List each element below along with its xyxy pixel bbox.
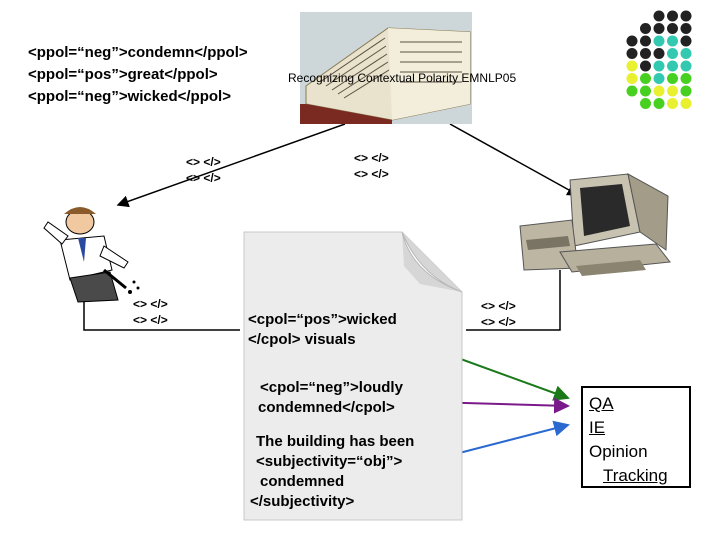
document-text-block-3: The building has been <subjectivity=“obj… [250,433,415,510]
grid-dot [640,60,651,72]
grid-dot [626,73,638,84]
grid-dot [667,85,678,97]
grid-dot [653,73,665,84]
grid-dot [680,35,692,47]
tag-pair-bottom-left: <> </> <> </> [133,297,168,327]
grid-dot [640,23,651,34]
grid-dot [626,85,638,97]
application-item[interactable]: QA [589,394,614,413]
grid-dot [680,73,692,84]
lexicon-entry: <ppol=“pos”>great</ppol> [28,66,218,83]
applications-box: QA IE Opinion Tracking [581,386,691,488]
grid-dot [680,98,692,109]
line-writer-to-document [83,298,240,331]
grid-dot [667,23,678,34]
grid-dot [667,98,678,109]
grid-dot [680,48,692,59]
tag-pair-bottom-right: <> </> <> </> [481,299,516,329]
arrow-book-to-computer [449,123,580,196]
lexicon-entry: <ppol=“neg”>condemn</ppol> [28,44,248,61]
grid-dot [626,35,638,47]
grid-dot [680,85,692,97]
grid-dot [640,73,651,84]
lexicon-entry: <ppol=“neg”>wicked</ppol> [28,88,231,105]
grid-dot [640,48,651,59]
grid-dot [653,98,665,109]
grid-dot [680,10,692,22]
grid-dot [626,48,638,59]
document-text-block-2: <cpol=“neg”>loudly condemned</cpol> [258,379,403,416]
grid-dot [653,10,665,22]
arrow-book-to-writer [116,123,346,208]
document-text-block-1: <cpol=“pos”>wicked </cpol> visuals [248,311,397,348]
grid-dot [626,60,638,72]
book-caption: Recognizing Contextual Polarity EMNLP05 [288,71,517,85]
application-item[interactable]: Tracking [603,466,668,485]
grid-dot [667,10,678,22]
application-item[interactable]: IE [589,418,606,437]
grid-dot [653,23,665,34]
grid-dot [653,60,665,72]
grid-dot [640,98,651,109]
grid-dot [667,35,678,47]
grid-dot [680,23,692,34]
grid-dot [653,85,665,97]
grid-dot [640,35,651,47]
tag-pair-top-right: <> </> <> </> [354,151,389,181]
application-item[interactable]: Opinion [589,442,648,461]
lexicon-list: <ppol=“neg”>condemn</ppol> <ppol=“pos”>g… [28,42,248,108]
grid-dot [667,73,678,84]
grid-dot [640,85,651,97]
tag-pair-top-left: <> </> <> </> [186,155,221,185]
grid-dot [667,48,678,59]
grid-dot [667,60,678,72]
grid-dot [680,60,692,72]
line-computer-to-document [466,270,561,331]
grid-dot [653,35,665,47]
grid-dot [653,48,665,59]
